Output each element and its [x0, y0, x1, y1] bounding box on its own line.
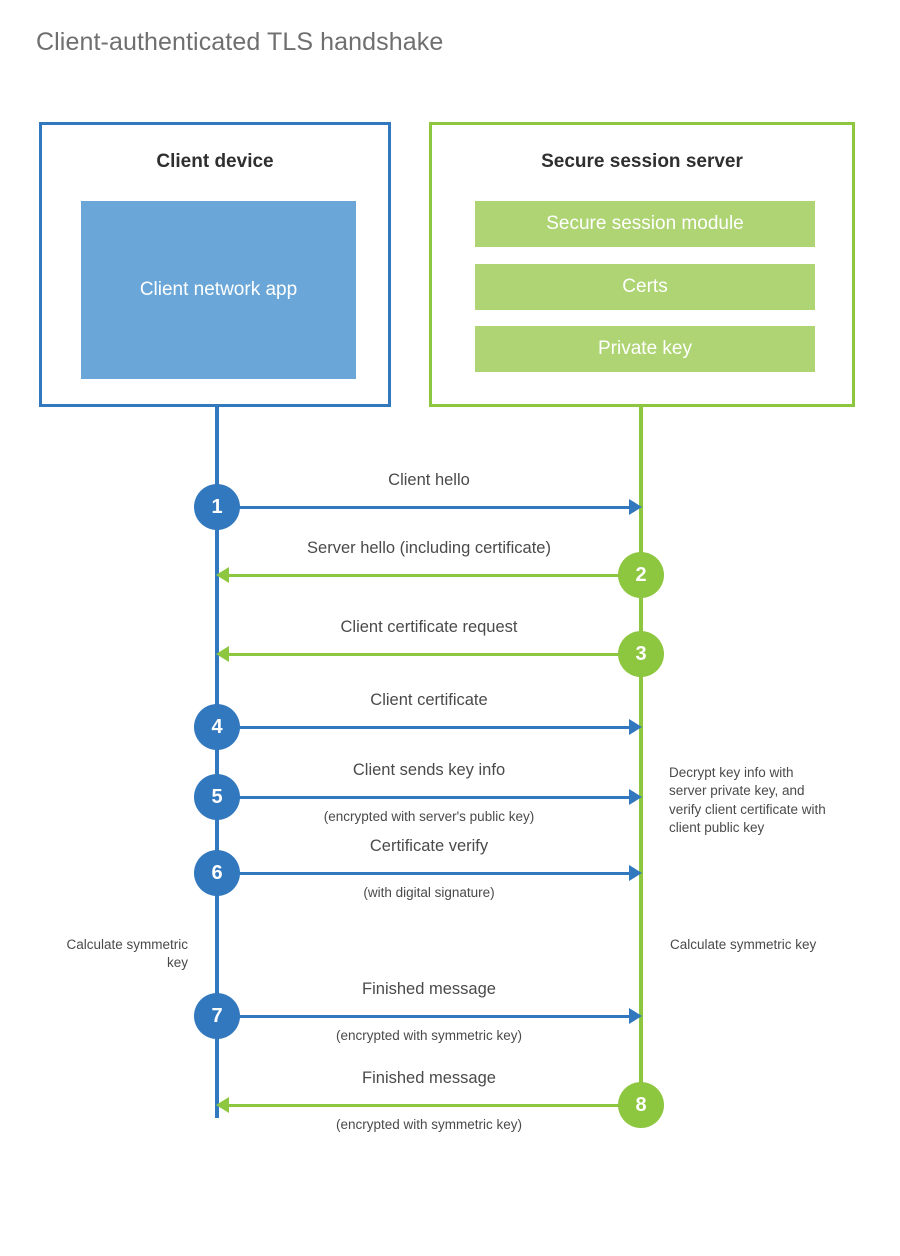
step-badge-1[interactable]: 1: [194, 484, 240, 530]
message-arrowhead-1: [629, 499, 642, 515]
message-label-3: Client certificate request: [340, 618, 518, 636]
server-calculate-symmetric-key-note: Calculate symmetric key: [670, 937, 817, 952]
private-key-block: Private key: [475, 326, 815, 372]
step-badge-2[interactable]: 2: [618, 552, 664, 598]
message-arrowhead-5: [629, 789, 642, 805]
certs-block: Certs: [475, 264, 815, 310]
secure-session-server-box: Secure session server Secure session mod…: [429, 122, 855, 407]
message-line-4: [217, 726, 630, 729]
server-lifeline: [639, 406, 643, 1106]
message-line-8: [228, 1104, 641, 1107]
message-line-5: [217, 796, 630, 799]
message-sublabel-7: (encrypted with symmetric key): [335, 1028, 523, 1043]
secure-session-module-block: Secure session module: [475, 201, 815, 247]
message-label-8: Finished message: [362, 1069, 496, 1087]
message-label-7: Finished message: [362, 980, 496, 998]
step-badge-7[interactable]: 7: [194, 993, 240, 1039]
message-line-3: [228, 653, 641, 656]
message-label-4: Client certificate: [370, 691, 488, 709]
message-sublabel-6: (with digital signature): [363, 885, 495, 900]
message-arrowhead-6: [629, 865, 642, 881]
message-label-5: Client sends key info: [352, 761, 506, 779]
secure-session-server-title: Secure session server: [541, 151, 743, 172]
client-lifeline: [215, 406, 219, 1118]
client-network-app-block: Client network app: [81, 201, 356, 379]
step-badge-3[interactable]: 3: [618, 631, 664, 677]
client-device-box: Client device Client network app: [39, 122, 391, 407]
page-title: Client-authenticated TLS handshake: [36, 28, 444, 56]
message-sublabel-8: (encrypted with symmetric key): [335, 1117, 523, 1132]
server-decrypt-verify-note: Decrypt key info with server private key…: [669, 765, 826, 836]
message-label-6: Certificate verify: [369, 837, 489, 855]
step-badge-8[interactable]: 8: [618, 1082, 664, 1128]
client-device-title: Client device: [156, 151, 274, 172]
message-arrowhead-3: [216, 646, 229, 662]
step-badge-5[interactable]: 5: [194, 774, 240, 820]
client-calculate-symmetric-key-note: Calculate symmetric key: [66, 937, 188, 971]
message-arrowhead-2: [216, 567, 229, 583]
message-label-1: Client hello: [388, 471, 470, 489]
message-line-6: [217, 872, 630, 875]
message-arrowhead-8: [216, 1097, 229, 1113]
message-arrowhead-4: [629, 719, 642, 735]
message-line-2: [228, 574, 641, 577]
step-badge-4[interactable]: 4: [194, 704, 240, 750]
message-sublabel-5: (encrypted with server's public key): [323, 809, 535, 824]
message-line-1: [217, 506, 630, 509]
message-label-2: Server hello (including certificate): [307, 539, 551, 557]
message-arrowhead-7: [629, 1008, 642, 1024]
message-line-7: [217, 1015, 630, 1018]
step-badge-6[interactable]: 6: [194, 850, 240, 896]
